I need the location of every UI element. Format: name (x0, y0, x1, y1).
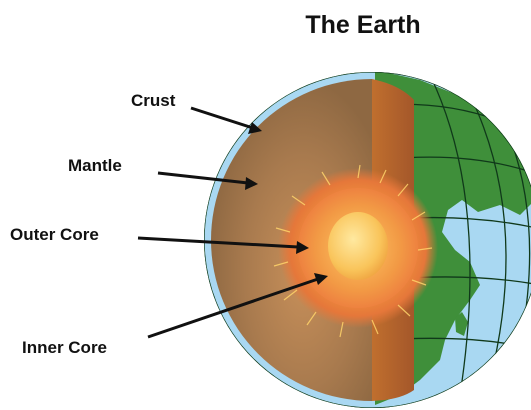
label-crust: Crust (131, 91, 176, 110)
earth-globe (204, 70, 531, 408)
label-inner-core: Inner Core (22, 338, 107, 357)
label-mantle: Mantle (68, 156, 122, 175)
diagram-title: The Earth (305, 11, 420, 39)
arrow-crust (191, 108, 253, 128)
inner-core-layer (328, 212, 388, 280)
label-outer-core: Outer Core (10, 225, 99, 244)
